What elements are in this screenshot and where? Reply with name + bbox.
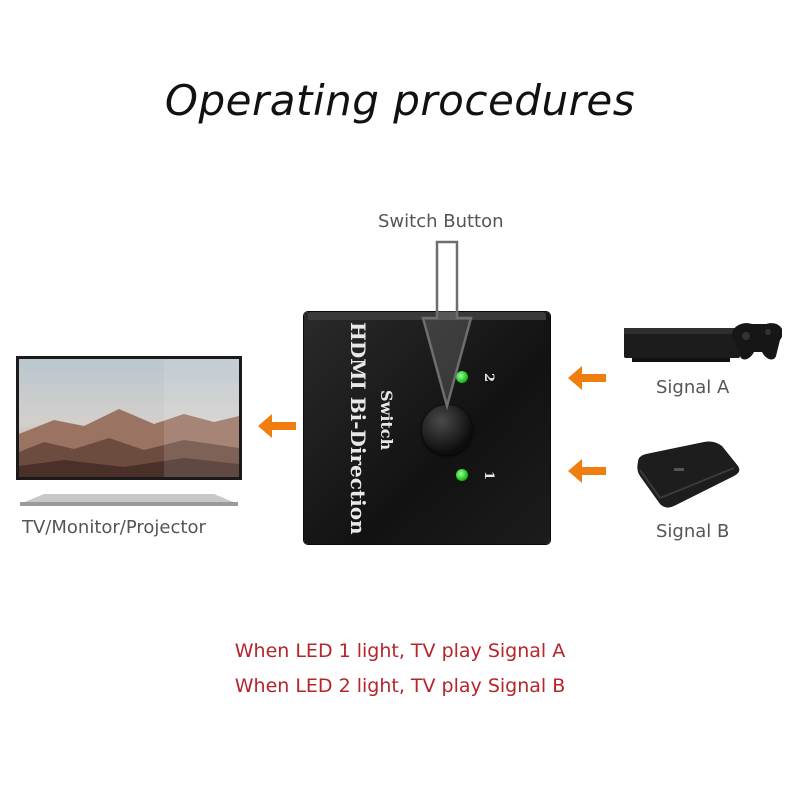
device-model-text: Switch <box>377 390 396 451</box>
down-arrow-icon <box>421 240 473 410</box>
game-console-icon <box>624 323 782 362</box>
media-box-icon <box>637 441 740 508</box>
device-brand-text: HDMI Bi-Direction <box>346 322 370 535</box>
arrow-left-signal-b-icon <box>568 459 606 483</box>
signal-b-label: Signal B <box>656 521 730 542</box>
page-title: Operating procedures <box>164 76 636 125</box>
led-2-label: 2 <box>481 372 497 383</box>
switch-button[interactable] <box>422 405 472 455</box>
arrow-left-output-icon <box>258 414 296 438</box>
led-1-label: 1 <box>481 470 497 481</box>
signal-a-label: Signal A <box>656 377 730 398</box>
monitor-icon <box>16 356 242 506</box>
output-device-label: TV/Monitor/Projector <box>22 517 206 538</box>
led-2-indicator <box>456 371 468 383</box>
led-1-note: When LED 1 light, TV play Signal A <box>234 640 566 662</box>
led-1-indicator <box>456 469 468 481</box>
switch-button-label: Switch Button <box>378 211 504 232</box>
led-2-note: When LED 2 light, TV play Signal B <box>234 675 566 697</box>
arrow-left-signal-a-icon <box>568 366 606 390</box>
